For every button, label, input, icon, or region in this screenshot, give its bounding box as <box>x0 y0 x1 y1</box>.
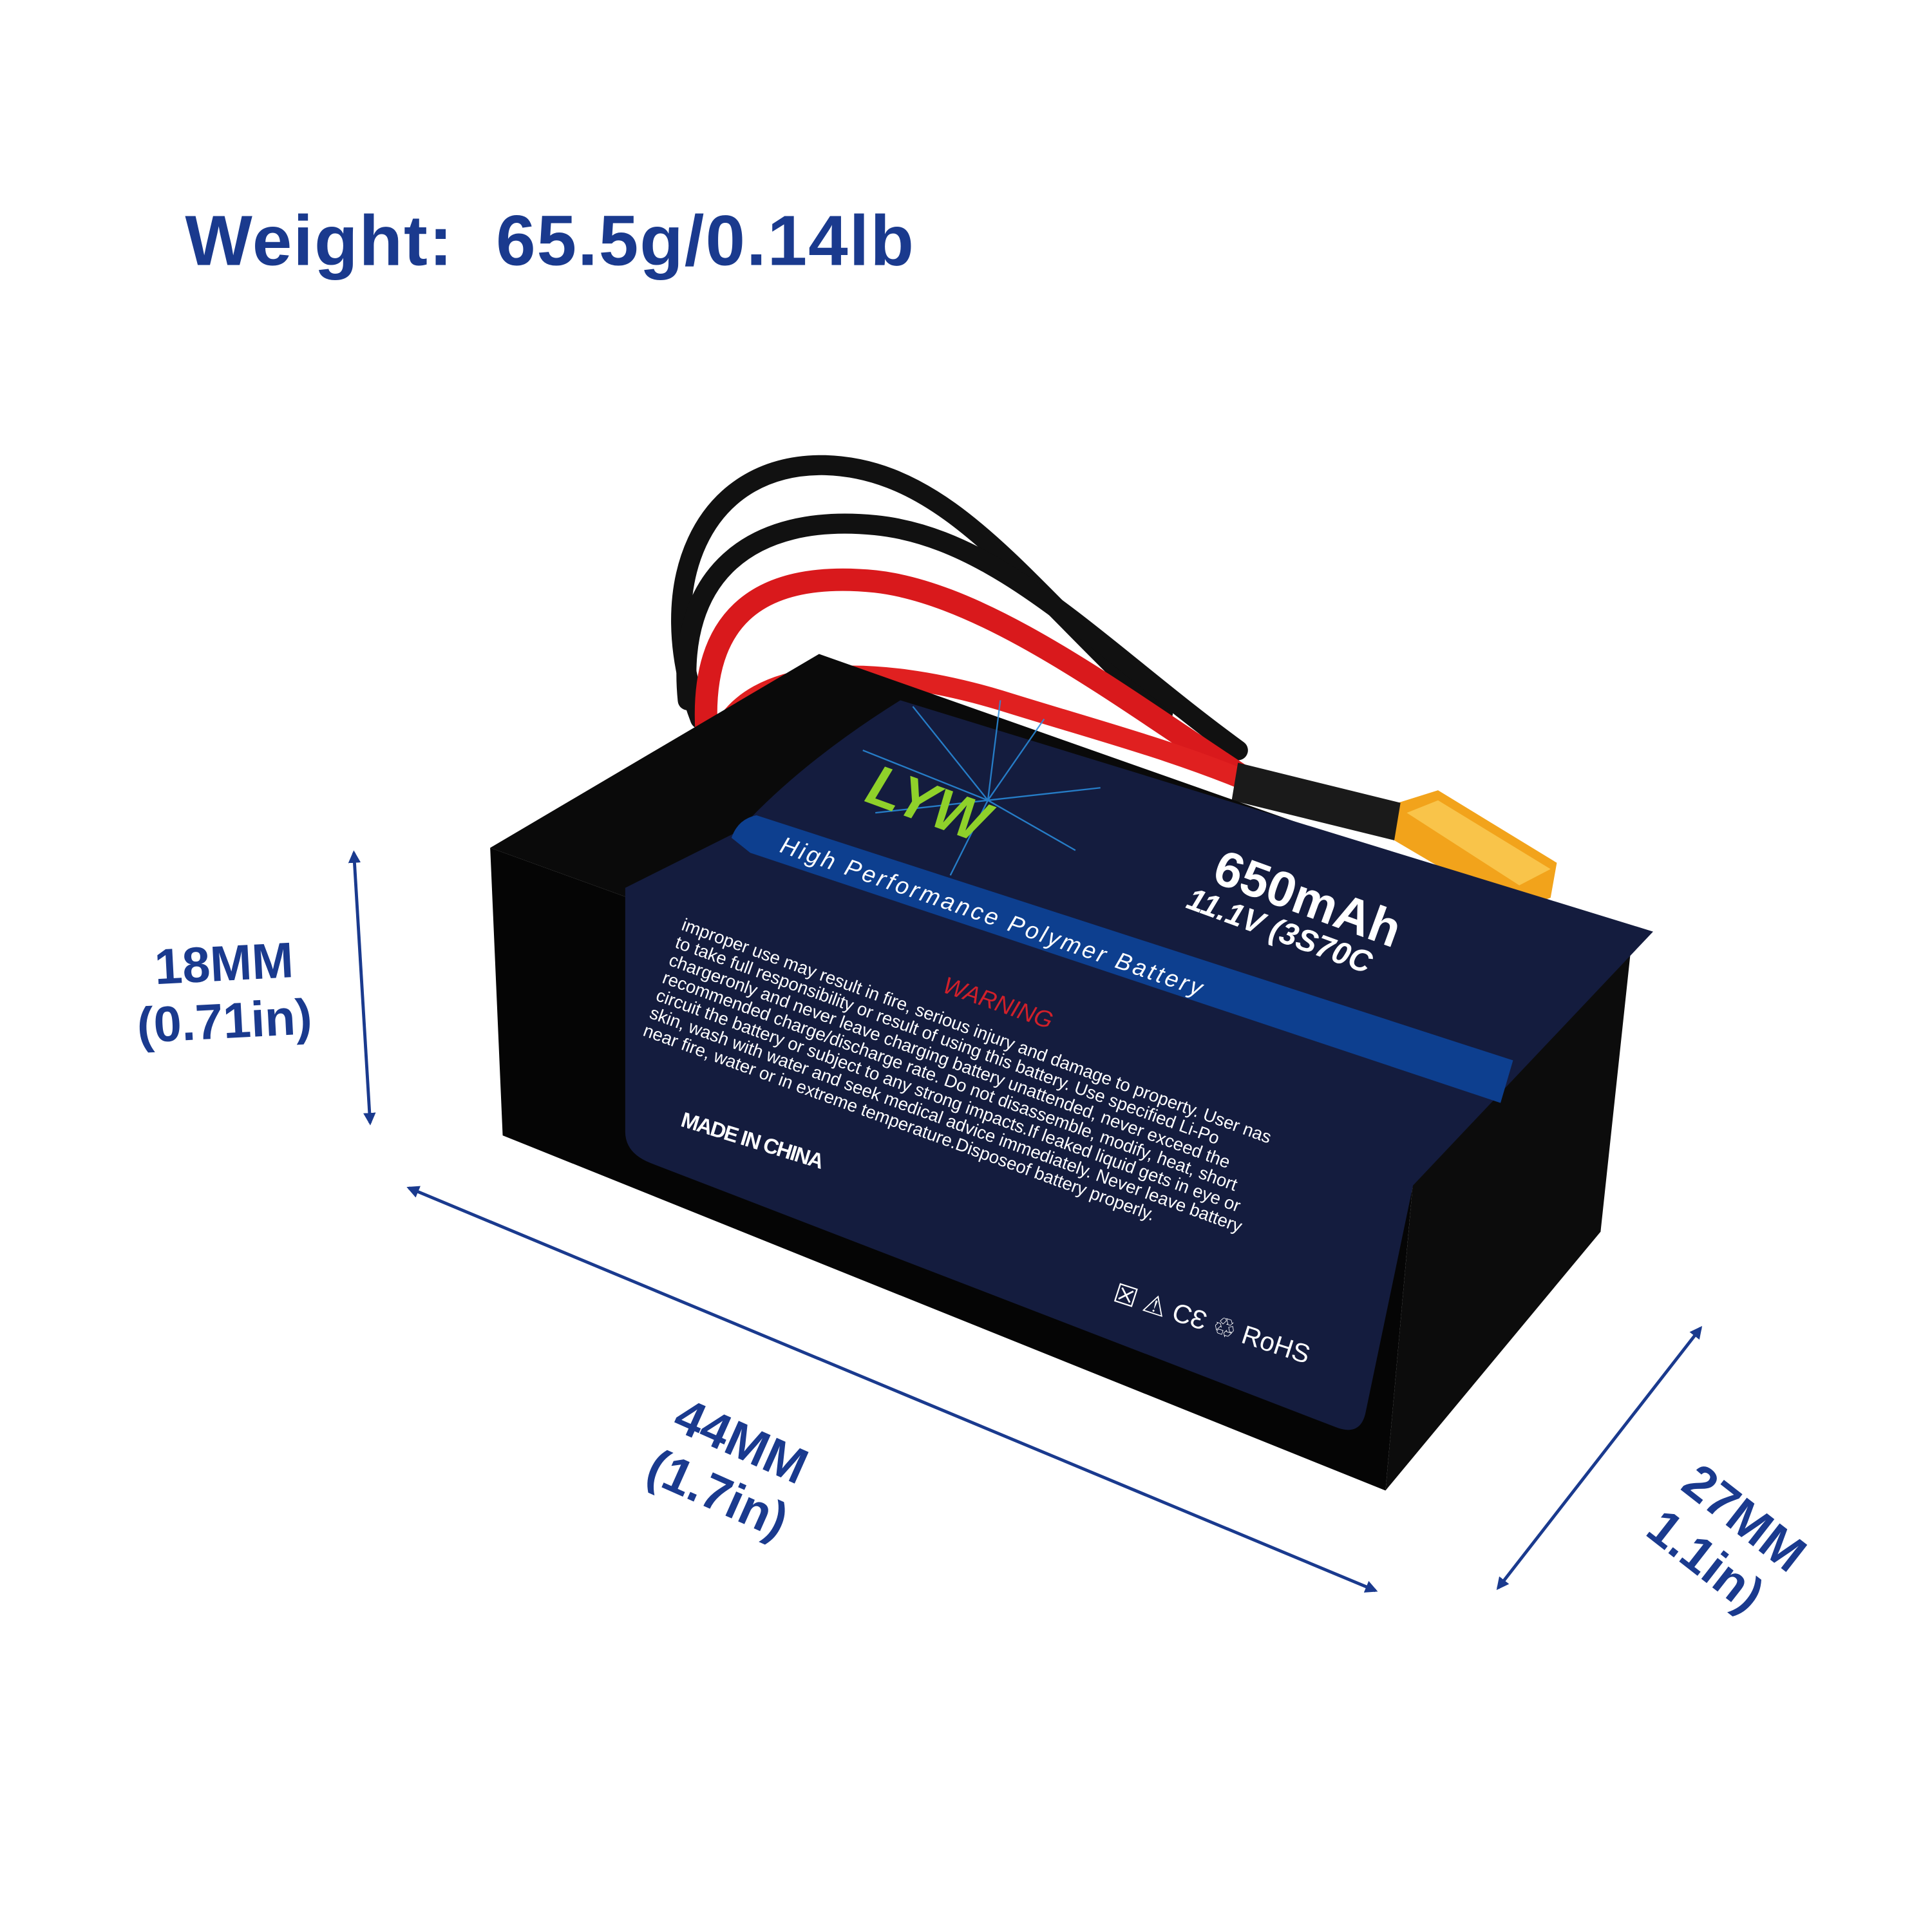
weight-value: 65.5g/0.14lb <box>496 201 915 281</box>
burst-graphic <box>862 700 1101 876</box>
battery-side-face <box>1385 940 1632 1491</box>
height-mm: 18MM <box>153 933 295 996</box>
weight-label: Weight: <box>185 201 454 281</box>
height-in: (0.71in) <box>135 990 314 1054</box>
height-dimension: 18MM (0.71in) <box>133 931 314 1056</box>
label-band <box>731 815 1513 1103</box>
xt30-connector <box>1231 762 1557 911</box>
width-arrow <box>1496 1326 1703 1591</box>
weight-title: Weight: 65.5g/0.14lb <box>185 200 915 283</box>
length-arrow <box>406 1186 1378 1593</box>
warning-triangle-icon: ⚠ <box>1139 1289 1171 1323</box>
recycle-icon: ♲ <box>1208 1311 1240 1346</box>
height-arrow <box>348 850 376 1126</box>
